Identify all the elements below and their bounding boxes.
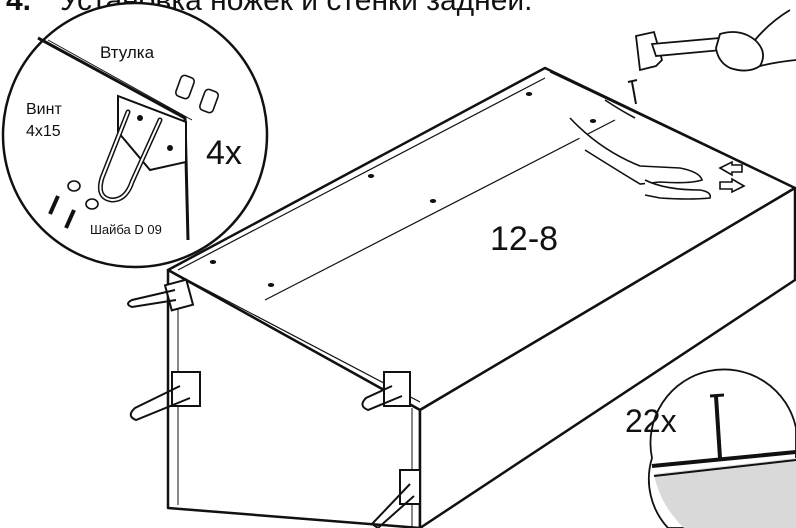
screw-label-line1: Винт xyxy=(26,101,62,118)
bushing-parts xyxy=(174,74,220,114)
hammer-icon xyxy=(635,9,796,72)
screw-label-line2: 4x15 xyxy=(26,123,61,140)
screw-parts xyxy=(48,180,99,229)
nail-being-hammered xyxy=(627,79,638,105)
nail-detail-inset: 22x xyxy=(625,368,796,528)
leg-front-middle-left xyxy=(129,371,201,422)
leg-front-middle-right xyxy=(361,371,411,412)
nail-quantity: 22x xyxy=(625,403,677,439)
panel-label: 12-8 xyxy=(490,220,558,258)
leg-detail-inset: Втулка Винт 4x15 Шайба D 09 4x xyxy=(1,1,269,269)
leg-front-right xyxy=(370,469,421,528)
push-arrows xyxy=(718,160,746,194)
step-number: 4. xyxy=(6,0,31,17)
washer-label: Шайба D 09 xyxy=(90,222,162,237)
leg-quantity: 4x xyxy=(206,134,242,172)
bushing-label: Втулка xyxy=(100,43,155,62)
leg-front-left xyxy=(127,278,195,312)
cabinet-front xyxy=(166,268,422,528)
cabinet-body xyxy=(166,66,796,528)
screw-holes xyxy=(209,92,597,287)
hands-illustration xyxy=(569,99,712,200)
